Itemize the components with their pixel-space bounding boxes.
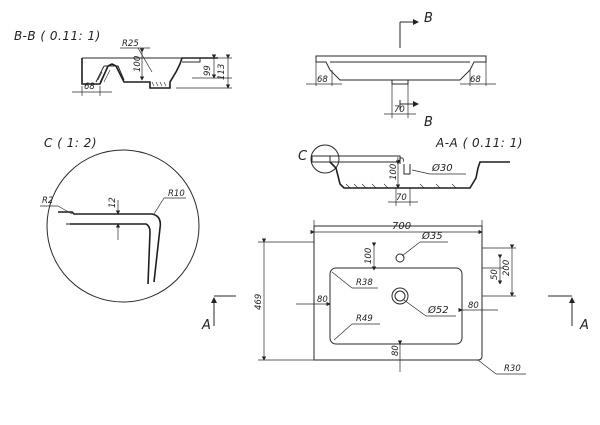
- r25-label: R25: [122, 39, 139, 49]
- d700-label: 700: [392, 221, 411, 232]
- aa-70-label: 70: [396, 193, 407, 203]
- bb-inner-wall: [95, 65, 125, 83]
- plan-drain-inner: [394, 290, 406, 302]
- aa-tap-hole: [403, 164, 411, 175]
- aa-profile: [329, 161, 510, 189]
- r2-leader: [57, 205, 73, 215]
- side-68l-label: 68: [317, 75, 328, 85]
- bb-68-label: 68: [84, 82, 95, 92]
- r10-leader: [153, 197, 165, 215]
- d100-label: 100: [133, 56, 143, 72]
- side-68r-label: 68: [470, 75, 481, 85]
- section-b-label-top: B: [424, 11, 433, 26]
- r49-label: R49: [356, 314, 373, 324]
- c-marker-label: C: [298, 149, 308, 164]
- plan-d100-label: 100: [364, 248, 374, 264]
- section-bb-view: B-B ( 0.11: 1) R25 100 99 113 68: [14, 29, 232, 96]
- r10-label: R10: [168, 189, 185, 199]
- aa-d5-label: 5: [397, 157, 407, 162]
- detail-c-outer-edge: [58, 211, 162, 283]
- aa-d100-label: 100: [389, 164, 399, 180]
- aa-d30-label: Ø30: [431, 162, 453, 174]
- section-a-label-left: A: [201, 318, 211, 333]
- section-bb-title: B-B ( 0.11: 1): [14, 29, 101, 43]
- detail-c-inner-edge: [70, 223, 151, 285]
- d52-label: Ø52: [427, 304, 449, 316]
- r30-leader: [477, 359, 497, 375]
- detail-c-title: C ( 1: 2): [44, 136, 97, 150]
- d200-label: 200: [502, 260, 512, 276]
- side-70-label: 70: [394, 105, 405, 115]
- plan-view: 700 Ø35 100 50 200 R38 80 Ø52 80 R49: [201, 220, 589, 375]
- aa-rim: [330, 155, 401, 164]
- section-aa-view: A-A ( 0.11: 1) C 5 100 Ø30 70: [298, 136, 523, 206]
- c-marker-circle: [310, 144, 340, 174]
- bb-drain-hatch: [151, 81, 167, 87]
- d99-label: 99: [203, 65, 213, 76]
- d35-leader: [401, 241, 421, 257]
- plan-drain-outer: [391, 287, 409, 305]
- r2-label: R2: [42, 196, 53, 206]
- aa-left-lip: [311, 155, 331, 163]
- bb-hatching: [97, 69, 111, 83]
- section-b-label-bottom: B: [424, 115, 433, 130]
- r38-label: R38: [356, 278, 373, 288]
- section-a-label-right: A: [579, 318, 589, 333]
- d469-label: 469: [254, 294, 264, 310]
- plan-tap-hole: [395, 253, 405, 263]
- detail-c-circle: [46, 149, 200, 303]
- d35-label: Ø35: [421, 230, 443, 242]
- section-aa-title: A-A ( 0.11: 1): [435, 136, 523, 150]
- d12-label: 12: [108, 197, 118, 208]
- side-view-top: B 68 68 70 B: [306, 11, 496, 130]
- aa-d30-leader: [411, 169, 431, 175]
- d80-right-label: 80: [468, 301, 479, 311]
- d52-leader: [403, 299, 427, 317]
- d80-bottom-label: 80: [391, 345, 401, 356]
- d80-left-label: 80: [317, 295, 328, 305]
- d50-label: 50: [490, 269, 500, 280]
- r49-leader: [333, 323, 353, 341]
- detail-c-view: C ( 1: 2) R2 R10 12: [40, 136, 200, 303]
- plan-outline: [313, 225, 483, 361]
- side-profile: [315, 55, 487, 81]
- r38-leader: [331, 271, 353, 289]
- r30-label: R30: [504, 364, 521, 374]
- side-drain: [391, 80, 409, 85]
- bb-profile-outer: [81, 57, 218, 89]
- aa-hatch: [345, 183, 457, 189]
- d113-label: 113: [217, 64, 227, 80]
